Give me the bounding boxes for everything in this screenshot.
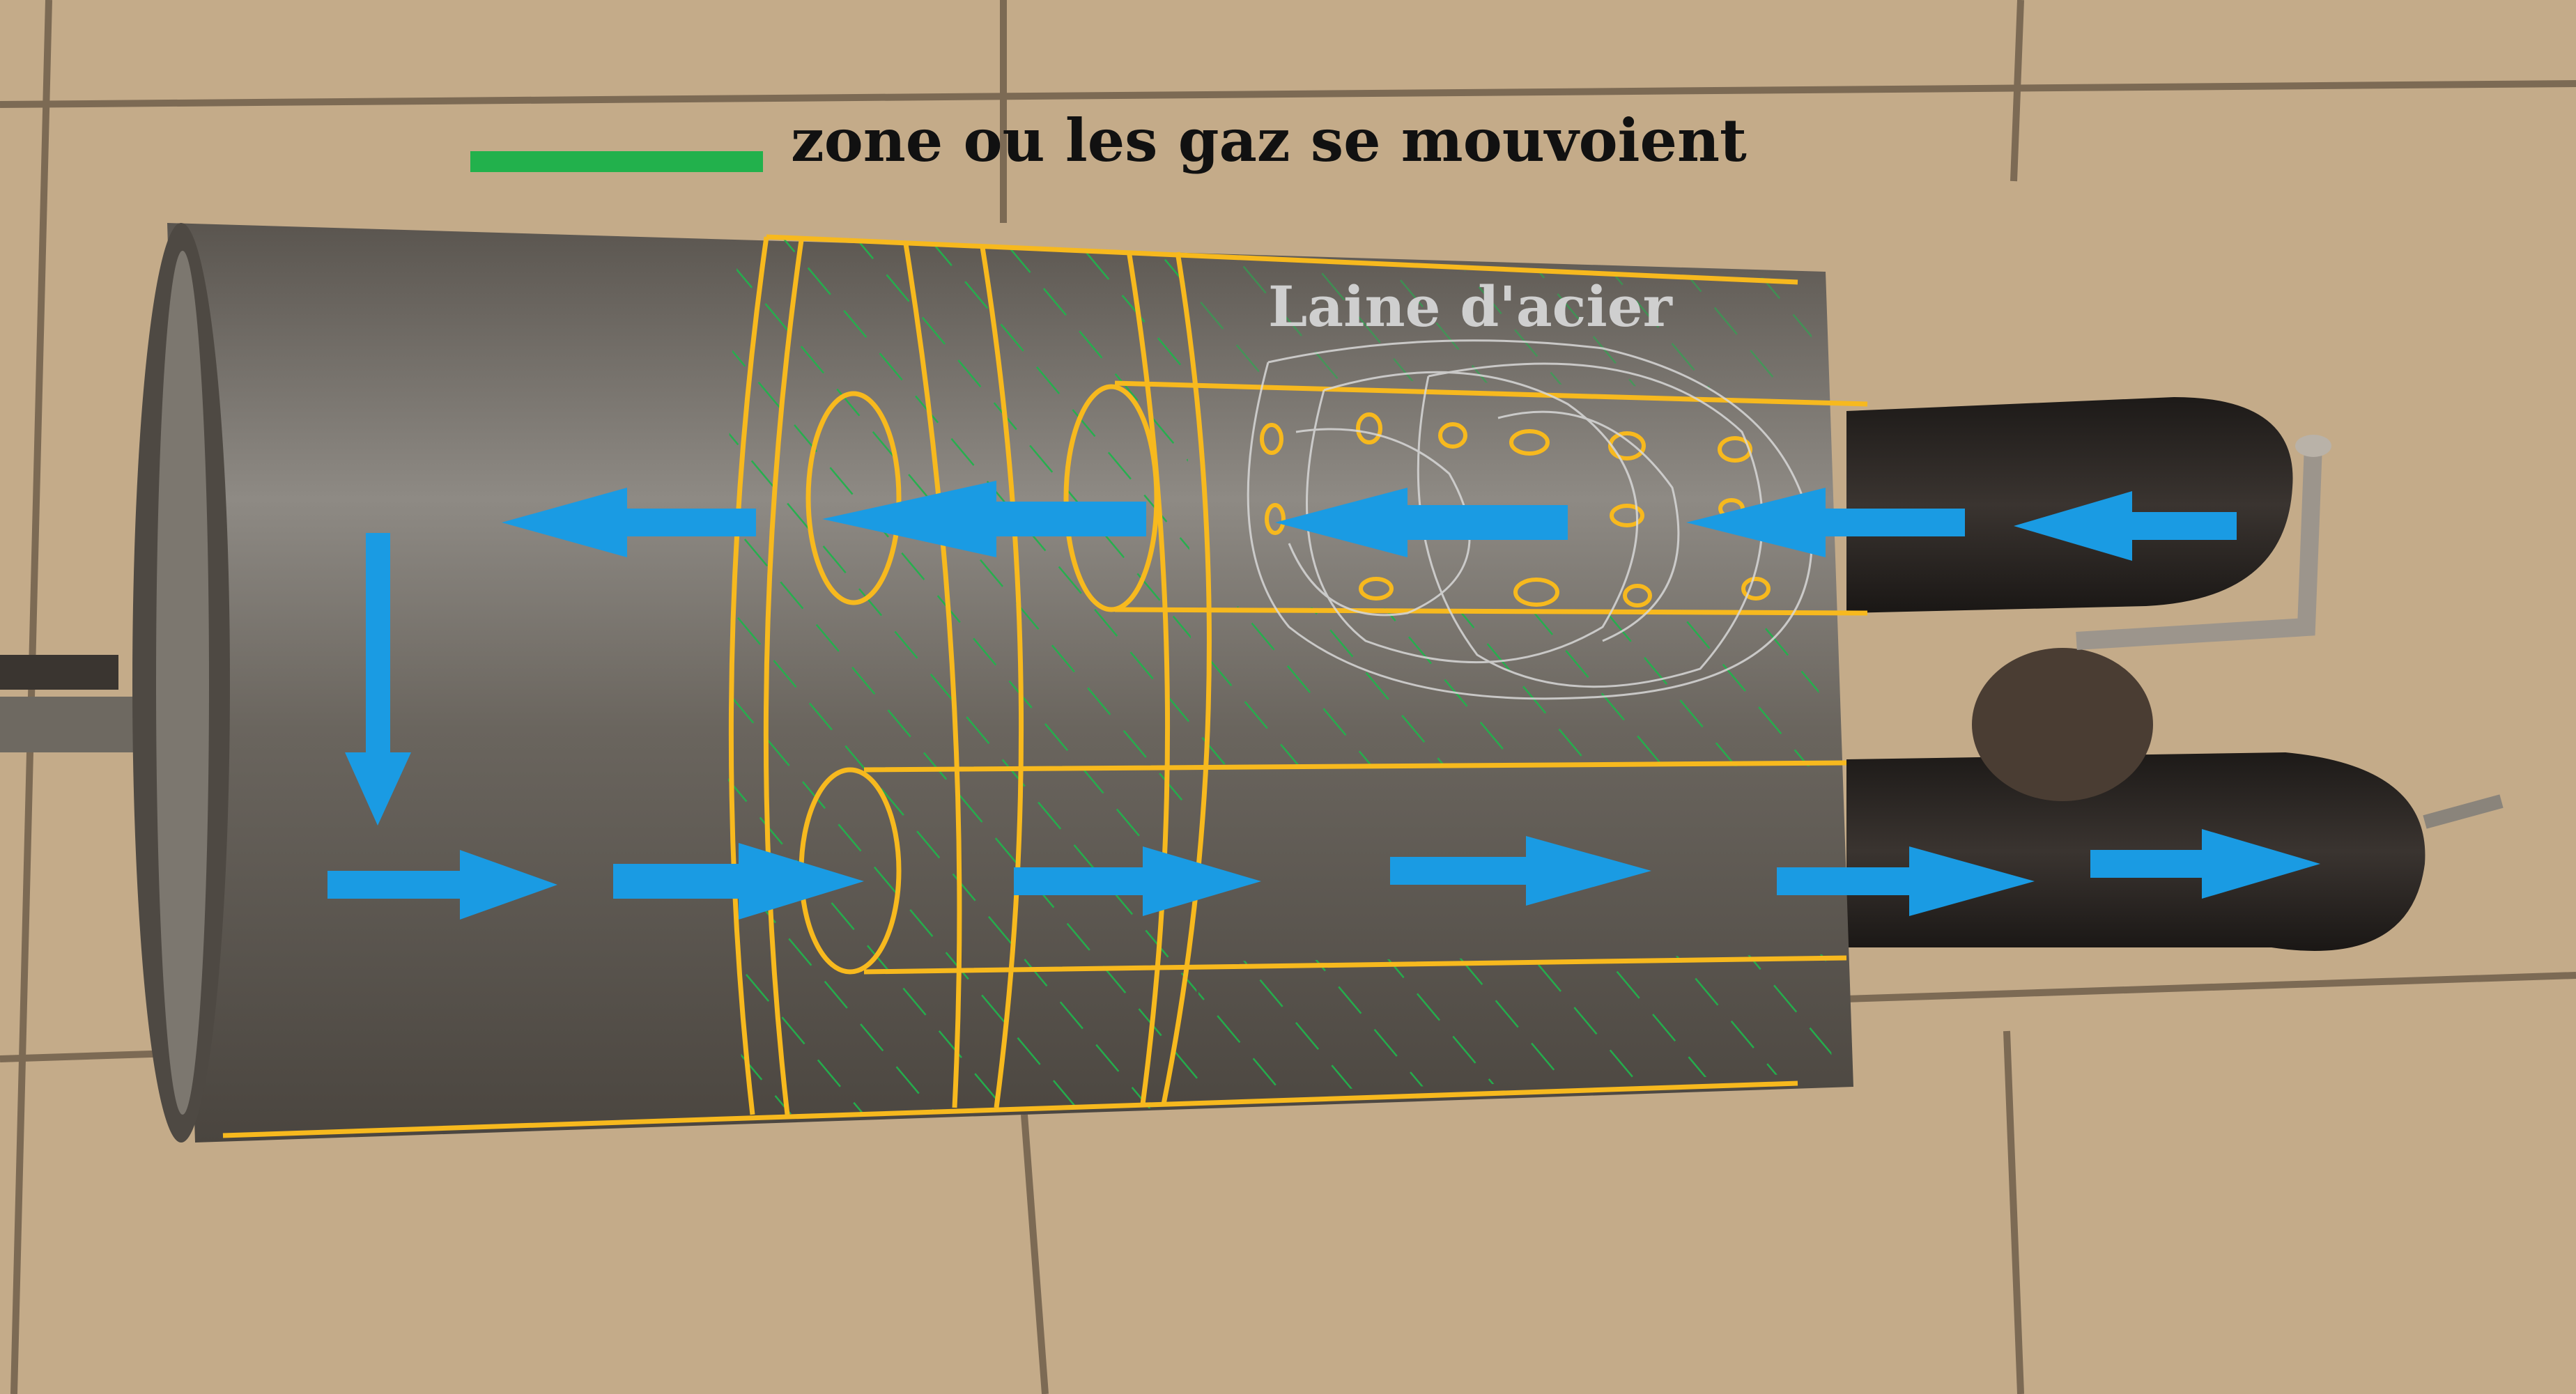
baffle-6 bbox=[1161, 251, 1212, 1105]
hanger-bracket bbox=[1972, 648, 2153, 801]
upper-inlet-pipe bbox=[1846, 397, 2293, 613]
flow-arrow-8 bbox=[1014, 846, 1261, 916]
perforated-tube bbox=[1114, 380, 1868, 616]
legend-swatch bbox=[470, 151, 763, 172]
flow-arrow-2 bbox=[1686, 488, 1965, 557]
flow-arrow-10 bbox=[1777, 846, 2035, 916]
legend-label: zone ou les gaz se mouvoient bbox=[791, 106, 1747, 175]
flow-arrow-11 bbox=[2090, 829, 2320, 899]
steel-wool-label: Laine d'acier bbox=[1268, 274, 1672, 339]
baffle-3 bbox=[903, 243, 962, 1108]
left-stub-pipe bbox=[0, 655, 139, 752]
flow-arrow-1 bbox=[2014, 491, 2237, 561]
chamber-outlines bbox=[222, 234, 1868, 1138]
flow-arrow-down bbox=[345, 533, 411, 826]
lower-tube bbox=[863, 760, 1847, 975]
flow-arrow-6 bbox=[327, 850, 557, 920]
upper-tube-opening-left bbox=[805, 391, 902, 605]
flow-arrow-4 bbox=[822, 481, 1146, 557]
perforation-holes bbox=[1260, 412, 1771, 607]
flow-arrow-9 bbox=[1390, 836, 1651, 906]
outlet-rod bbox=[2423, 794, 2504, 829]
baffle-2 bbox=[763, 240, 804, 1115]
steel-wool-scribble bbox=[1247, 339, 1813, 700]
upper-tube-opening-right bbox=[1063, 384, 1159, 612]
baffle-1 bbox=[728, 236, 769, 1115]
hanger-rod bbox=[2076, 445, 2322, 650]
flow-arrows bbox=[327, 481, 2320, 920]
shell-top-line bbox=[766, 234, 1798, 285]
baffle-4 bbox=[980, 247, 1024, 1108]
flow-arrow-5 bbox=[502, 488, 756, 557]
shell-bottom-line bbox=[222, 1081, 1798, 1138]
flow-arrow-7 bbox=[613, 843, 864, 920]
flow-arrow-3 bbox=[1275, 488, 1568, 557]
baffle-5 bbox=[1126, 250, 1171, 1105]
